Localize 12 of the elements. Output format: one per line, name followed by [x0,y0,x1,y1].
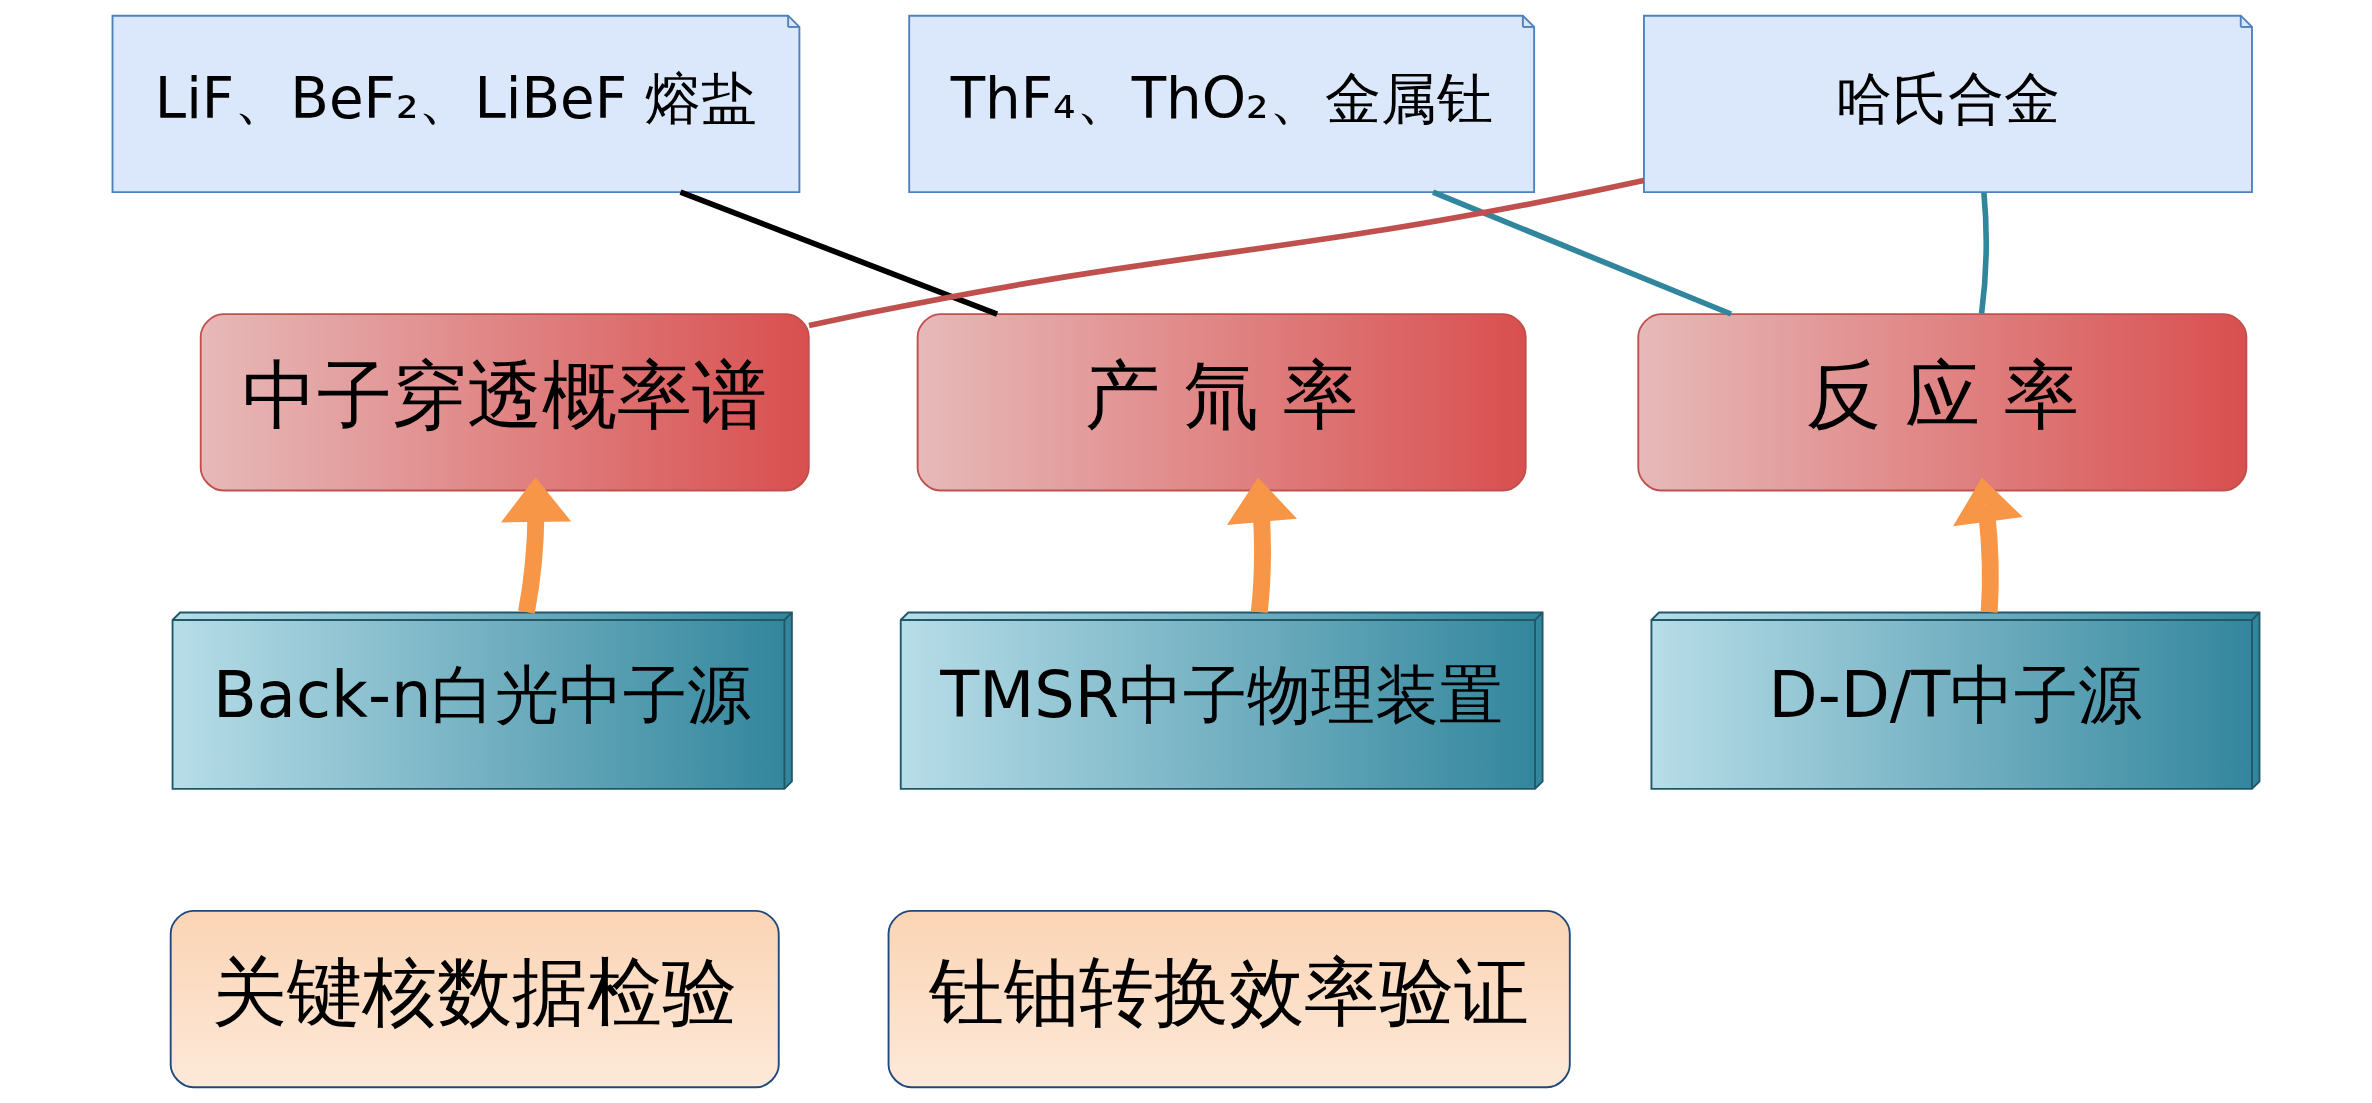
node-box: 中子穿透概率谱 [199,313,810,492]
node-box: 关键核数据检验 [169,909,780,1089]
node-box: 反 应 率 [1637,313,2248,492]
arrow [500,477,572,614]
node-box: 钍铀转换效率验证 [887,909,1571,1089]
node-box: 产 氚 率 [916,313,1527,492]
connector [1978,192,1989,315]
arrow [1227,477,1297,613]
connector [679,189,999,317]
connector [1431,189,1733,317]
arrow [1953,477,2023,613]
connector [808,177,1645,329]
